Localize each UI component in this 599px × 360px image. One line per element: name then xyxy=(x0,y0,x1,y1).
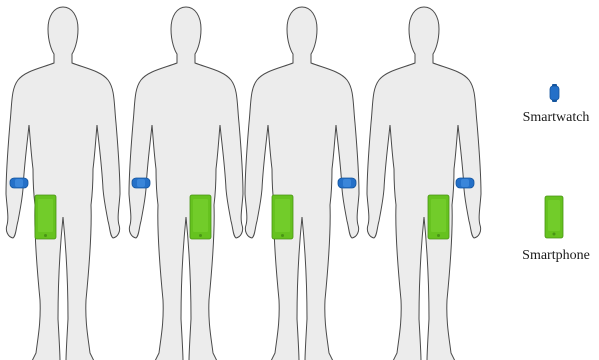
figure-4 xyxy=(367,7,481,360)
legend xyxy=(545,84,563,238)
smartphone-marker xyxy=(35,195,56,239)
smartwatch-icon xyxy=(550,84,559,102)
smartphone-marker xyxy=(428,195,449,239)
smartwatch-marker xyxy=(10,178,28,188)
smartwatch-marker xyxy=(132,178,150,188)
figure-1 xyxy=(6,7,120,360)
figure-2 xyxy=(129,7,243,360)
smartphone-marker xyxy=(272,195,293,239)
smartwatch-marker xyxy=(456,178,474,188)
smartphone-legend-label: Smartphone xyxy=(506,248,599,264)
figure-3 xyxy=(245,7,359,360)
smartphone-icon xyxy=(545,196,563,238)
smartphone-marker xyxy=(190,195,211,239)
smartwatch-marker xyxy=(338,178,356,188)
smartwatch-legend-label: Smartwatch xyxy=(506,110,599,126)
